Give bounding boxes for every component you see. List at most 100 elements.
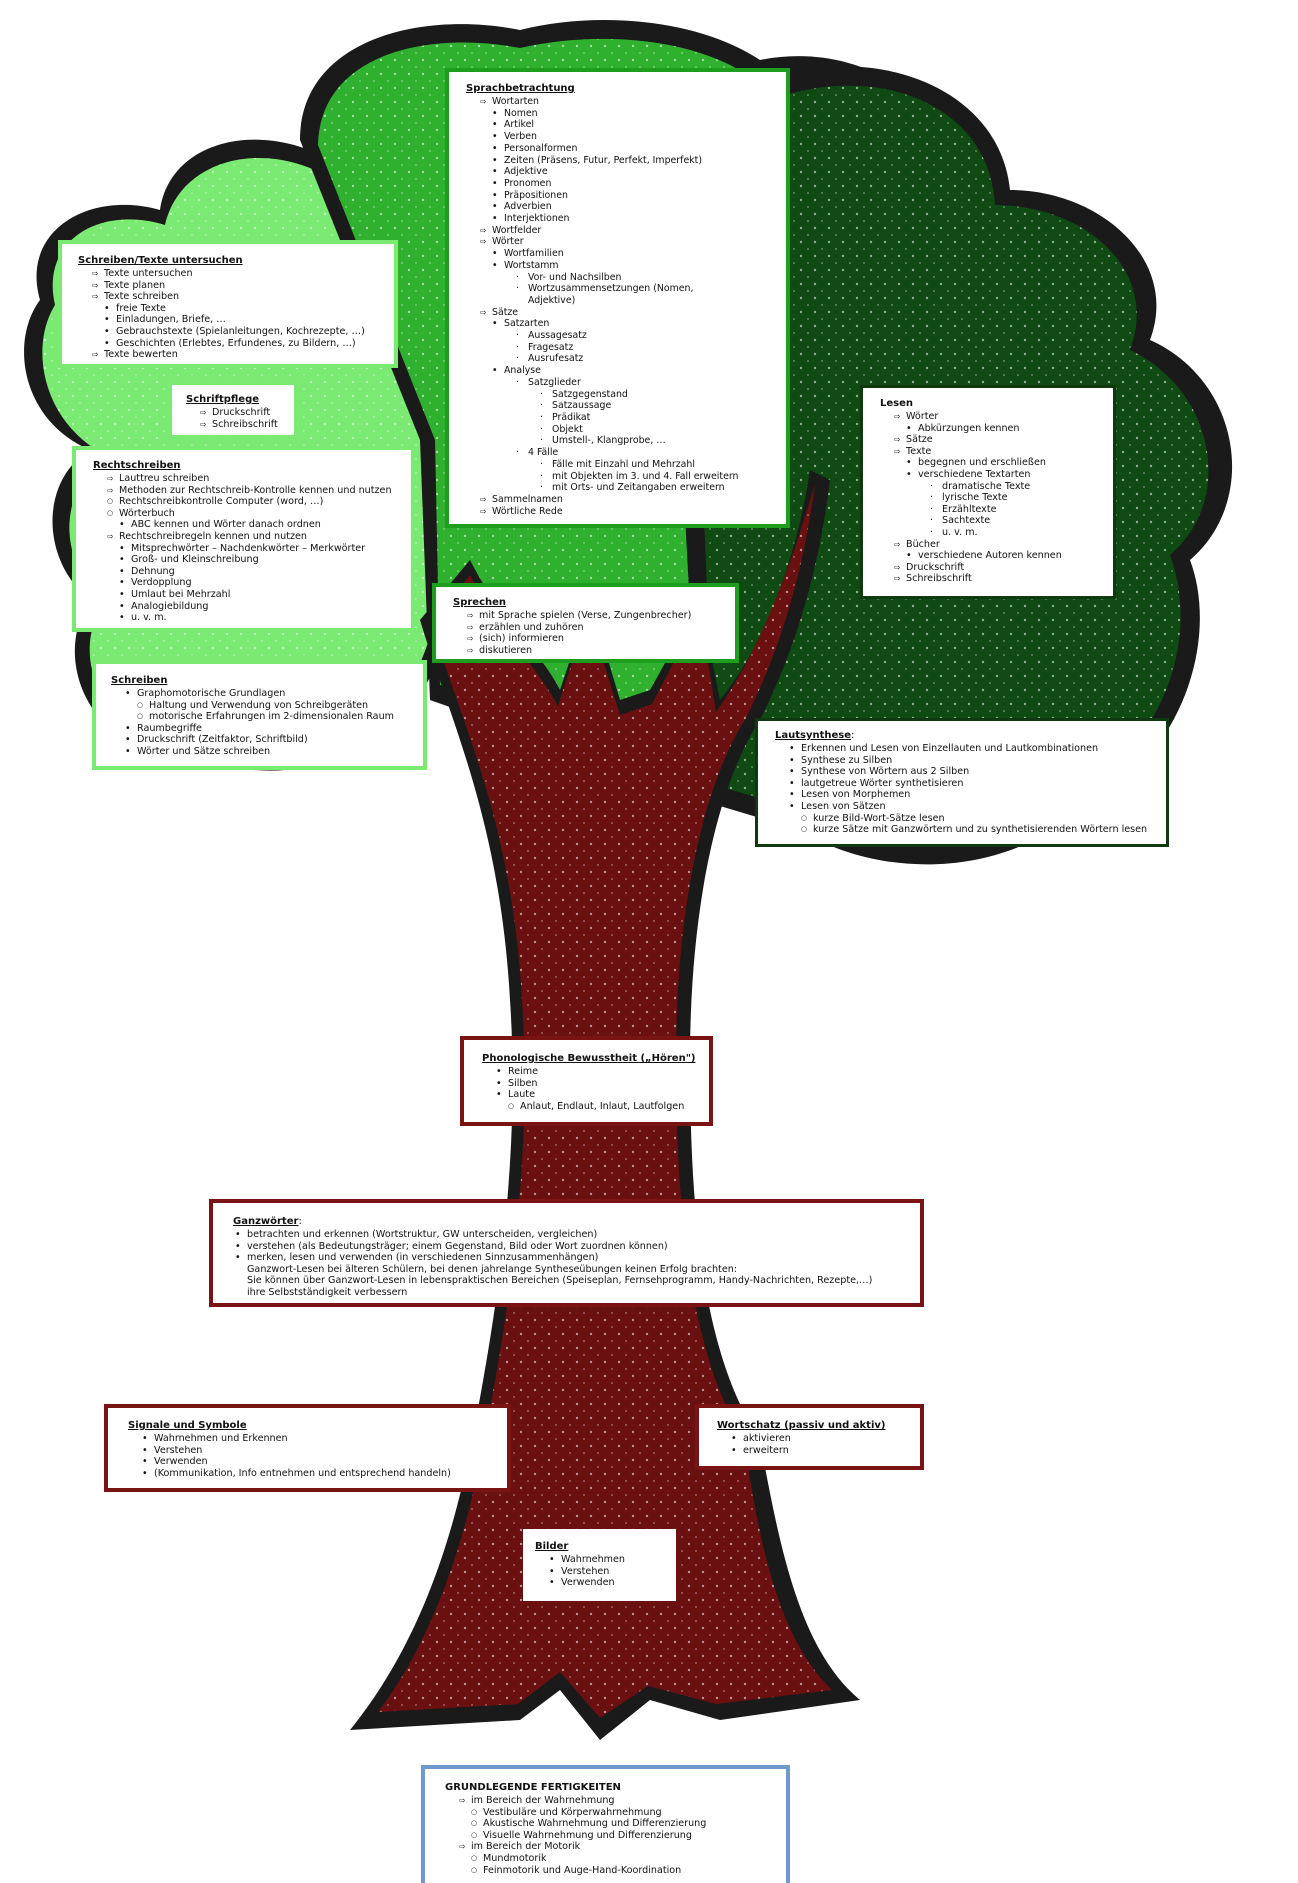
list-item: Rechtschreibkontrolle Computer (word, …)	[105, 496, 411, 508]
list-item: Vestibuläre und Körperwahrnehmung	[469, 1807, 786, 1819]
phonologische-list: ReimeSilbenLauteAnlaut, Endlaut, Inlaut,…	[482, 1066, 709, 1112]
lautsynthese-title-text: Lautsynthese	[775, 730, 852, 741]
list-item: Synthese von Wörtern aus 2 Silben	[787, 766, 1166, 778]
grundlegende-box: GRUNDLEGENDE FERTIGKEITEN im Bereich der…	[421, 1765, 790, 1883]
list-item: im Bereich der Wahrnehmung	[457, 1795, 786, 1807]
list-item: Feinmotorik und Auge-Hand-Koordination	[469, 1865, 786, 1877]
list-item: mit Objekten im 3. und 4. Fall erweitern	[538, 471, 786, 483]
list-item: Schreibschrift	[198, 419, 294, 431]
list-item: Sammelnamen	[478, 494, 786, 506]
list-item: erzählen und zuhören	[465, 622, 735, 634]
list-item: Einladungen, Briefe, …	[102, 314, 394, 326]
list-item: Lesen von Morphemen	[787, 789, 1166, 801]
list-item: (Kommunikation, Info entnehmen und entsp…	[140, 1468, 507, 1480]
list-item: 4 Fälle	[514, 447, 786, 459]
list-item: Verwenden	[547, 1577, 674, 1589]
list-item: Erkennen und Lesen von Einzellauten und …	[787, 743, 1166, 755]
phonologische-box: Phonologische Bewusstheit („Hören") Reim…	[460, 1036, 713, 1126]
schreiben-box: Schreiben Graphomotorische GrundlagenHal…	[92, 660, 427, 770]
grundlegende-list: im Bereich der WahrnehmungVestibuläre un…	[445, 1795, 786, 1876]
list-item: Wörterbuch	[105, 508, 411, 520]
list-item: Druckschrift	[892, 562, 1113, 574]
ganzwoerter-title-text: Ganzwörter	[233, 1216, 299, 1227]
list-item: Haltung und Verwendung von Schreibgeräte…	[135, 700, 423, 712]
list-item: (sich) informieren	[465, 633, 735, 645]
list-item: verschiedene Textarten	[904, 469, 1113, 481]
list-item: Verwenden	[140, 1456, 507, 1468]
list-item: Verben	[490, 131, 786, 143]
list-item: Adjektive	[490, 166, 786, 178]
list-item: aktivieren	[729, 1433, 920, 1445]
list-item: Ganzwort-Lesen bei älteren Schülern, bei…	[247, 1263, 738, 1275]
sprechen-title: Sprechen	[453, 597, 507, 608]
list-item: Sätze	[892, 434, 1113, 446]
list-item: kurze Sätze mit Ganzwörtern und zu synth…	[799, 824, 1166, 836]
list-item: Schreibschrift	[892, 573, 1113, 585]
list-item: Groß- und Kleinschreibung	[117, 554, 411, 566]
phonologische-title: Phonologische Bewusstheit („Hören")	[482, 1053, 696, 1064]
list-item: Visuelle Wahrnehmung und Differenzierung	[469, 1830, 786, 1842]
list-item: Sie können über Ganzwort-Lesen in lebens…	[247, 1275, 873, 1287]
list-item: ABC kennen und Wörter danach ordnen	[117, 519, 411, 531]
list-item: Adverbien	[490, 201, 786, 213]
sprachbetrachtung-box: Sprachbetrachtung WortartenNomenArtikelV…	[445, 68, 790, 528]
list-item: Wortstamm	[490, 260, 786, 272]
list-item: Personalformen	[490, 143, 786, 155]
list-item: Reime	[494, 1066, 709, 1078]
list-item: Fälle mit Einzahl und Mehrzahl	[538, 459, 786, 471]
list-item: Ausrufesatz	[514, 353, 786, 365]
grundlegende-title: GRUNDLEGENDE FERTIGKEITEN	[445, 1782, 621, 1793]
sprachbetrachtung-title: Sprachbetrachtung	[466, 83, 575, 94]
list-item: freie Texte	[102, 303, 394, 315]
list-item: Synthese zu Silben	[787, 755, 1166, 767]
list-item: Lesen von Sätzen	[787, 801, 1166, 813]
list-item: Analogiebildung	[117, 601, 411, 613]
bilder-box: Bilder WahrnehmenVerstehenVerwenden	[523, 1529, 676, 1601]
list-item: verschiedene Autoren kennen	[904, 550, 1113, 562]
list-item: diskutieren	[465, 645, 735, 657]
list-item: Interjektionen	[490, 213, 786, 225]
list-item: Texte planen	[90, 280, 394, 292]
list-item: Vor- und Nachsilben	[514, 272, 786, 284]
ganzwoerter-list: betrachten und erkennen (Wortstruktur, G…	[233, 1229, 920, 1299]
list-item: u. v. m.	[928, 527, 1113, 539]
lautsynthese-list: Erkennen und Lesen von Einzellauten und …	[775, 743, 1166, 836]
list-item: Rechtschreibregeln kennen und nutzen	[105, 531, 411, 543]
list-item: ihre Selbstständigkeit verbessern	[247, 1286, 408, 1298]
list-item: merken, lesen und verwenden (in verschie…	[233, 1252, 920, 1264]
list-item: Texte	[892, 446, 1113, 458]
list-item: Anlaut, Endlaut, Inlaut, Lautfolgen	[506, 1101, 709, 1113]
bilder-list: WahrnehmenVerstehenVerwenden	[535, 1554, 674, 1589]
wortschatz-list: aktivierenerweitern	[717, 1433, 920, 1456]
list-item: Texte untersuchen	[90, 268, 394, 280]
schriftpflege-box: Schriftpflege DruckschriftSchreibschrift	[168, 381, 298, 439]
signale-box: Signale und Symbole Wahrnehmen und Erken…	[104, 1404, 511, 1492]
lesen-box: Lesen WörterAbkürzungen kennenSätzeTexte…	[860, 385, 1116, 599]
list-item: Zeiten (Präsens, Futur, Perfekt, Imperfe…	[490, 155, 786, 167]
list-item: Texte bewerten	[90, 349, 394, 361]
list-item: Silben	[494, 1078, 709, 1090]
schreiben-title: Schreiben	[111, 675, 168, 686]
list-item: Aussagesatz	[514, 330, 786, 342]
list-item: Akustische Wahrnehmung und Differenzieru…	[469, 1818, 786, 1830]
list-item: mit Sprache spielen (Verse, Zungenbreche…	[465, 610, 735, 622]
list-item: Objekt	[538, 424, 786, 436]
list-item: kurze Bild-Wort-Sätze lesen	[799, 813, 1166, 825]
list-item: Druckschrift (Zeitfaktor, Schriftbild)	[123, 734, 423, 746]
list-item: Lauttreu schreiben	[105, 473, 411, 485]
schreiben-list: Graphomotorische GrundlagenHaltung und V…	[111, 688, 423, 758]
list-item: dramatische Texte	[928, 481, 1113, 493]
list-item: Verstehen	[547, 1566, 674, 1578]
list-item: Wörter	[892, 411, 1113, 423]
sprechen-box: Sprechen mit Sprache spielen (Verse, Zun…	[432, 583, 739, 663]
list-item: u. v. m.	[117, 612, 411, 624]
list-item: Artikel	[490, 119, 786, 131]
sprachbetrachtung-list: WortartenNomenArtikelVerbenPersonalforme…	[466, 96, 786, 517]
sprechen-list: mit Sprache spielen (Verse, Zungenbreche…	[453, 610, 735, 656]
list-item: Satzaussage	[538, 400, 786, 412]
list-item: Prädikat	[538, 412, 786, 424]
list-item: Methoden zur Rechtschreib-Kontrolle kenn…	[105, 485, 411, 497]
list-item: Abkürzungen kennen	[904, 423, 1113, 435]
list-item: betrachten und erkennen (Wortstruktur, G…	[233, 1229, 920, 1241]
list-item: motorische Erfahrungen im 2-dimensionale…	[135, 711, 423, 723]
